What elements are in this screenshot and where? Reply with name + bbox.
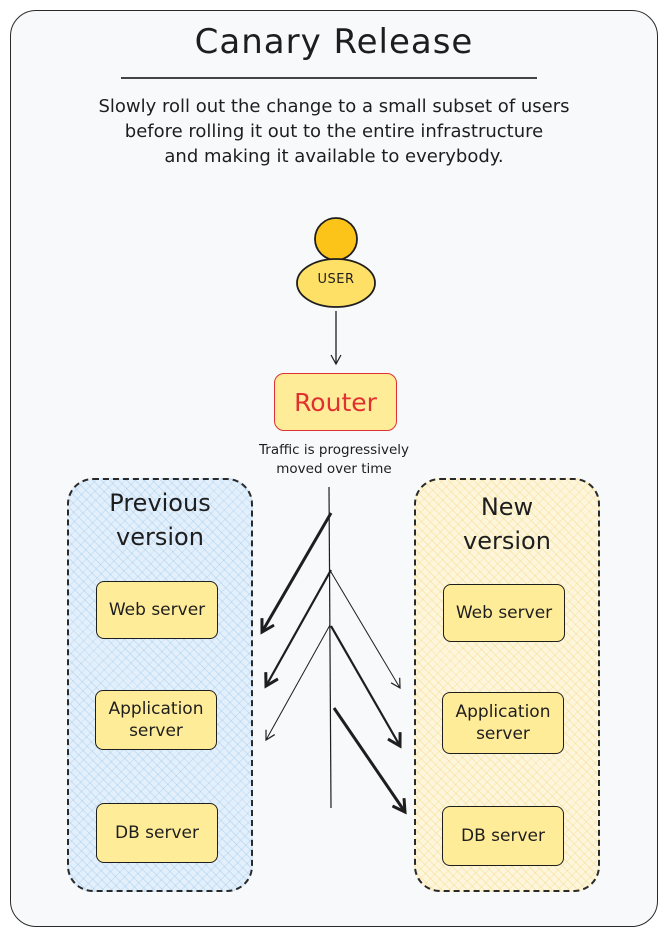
user-label: USER — [317, 272, 355, 287]
traffic-arrow-previous-1 — [262, 512, 333, 632]
title-underline — [121, 77, 537, 79]
diagram-title: Canary Release — [194, 22, 474, 62]
traffic-note: Traffic is progressively moved over time — [259, 442, 409, 477]
diagram-subtitle: Slowly roll out the change to a small su… — [98, 96, 570, 167]
user-head-icon — [314, 217, 358, 261]
traffic-arrow-previous-3 — [265, 624, 331, 742]
user-body-icon — [296, 258, 376, 308]
previous-web-server: Web server — [96, 581, 218, 639]
new-db-server: DB server — [442, 806, 564, 866]
previous-application-server: Application server — [95, 690, 217, 750]
new-web-server: Web server — [443, 584, 565, 642]
traffic-stem-line — [328, 486, 332, 809]
traffic-arrow-previous-2 — [266, 569, 332, 686]
router-box: Router — [274, 373, 397, 431]
traffic-arrow-new-3 — [332, 707, 405, 812]
previous-db-server: DB server — [96, 803, 218, 863]
new-application-server: Application server — [442, 692, 564, 754]
traffic-arrow-new-2 — [330, 625, 400, 746]
new-version-label: New version — [463, 493, 551, 555]
previous-version-label: Previous version — [109, 489, 211, 551]
traffic-arrow-new-1 — [330, 571, 401, 690]
